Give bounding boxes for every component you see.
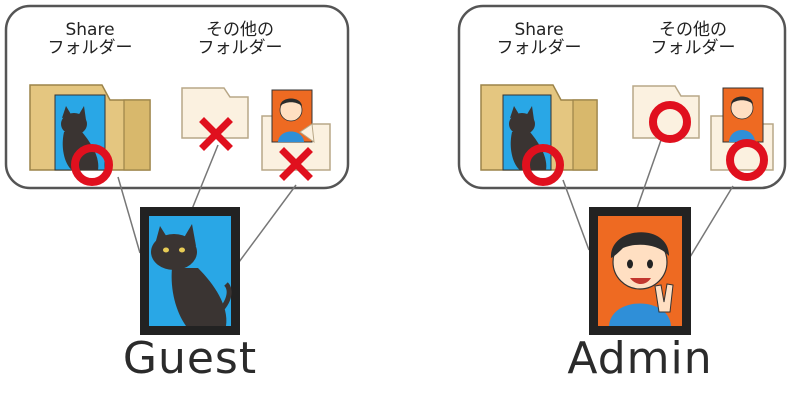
denied-cross-icon — [279, 147, 313, 181]
allowed-circle-icon — [649, 101, 691, 143]
guest-panel: Share フォルダー その他の フォルダー Guest — [4, 4, 350, 384]
share-folder-title-line1: Share — [65, 20, 115, 40]
share-folder-title-line2: フォルダー — [496, 37, 582, 58]
admin-diagram — [457, 4, 787, 335]
share-folder-title: Share フォルダー — [30, 20, 150, 58]
other-folder-title-line1: その他の — [659, 20, 727, 40]
user-name: Admin — [567, 333, 713, 384]
connector-lines — [562, 139, 734, 263]
allowed-circle-icon — [71, 144, 113, 186]
share-folder-title-line1: Share — [514, 20, 564, 40]
share-folder-title: Share フォルダー — [479, 20, 599, 58]
other-folder-title: その他の フォルダー — [180, 20, 300, 58]
share-folder-icon — [480, 84, 598, 171]
other-folder-icon — [181, 87, 249, 139]
user-name: Guest — [122, 333, 258, 384]
guest-diagram — [4, 4, 350, 335]
other-folder-title-line1: その他の — [206, 20, 274, 40]
admin-avatar — [589, 207, 691, 335]
other-folder-title-line2: フォルダー — [197, 37, 283, 58]
connector-lines — [117, 144, 297, 263]
allowed-circle-icon — [522, 144, 564, 186]
admin-panel: Share フォルダー その他の フォルダー Admin — [397, 0, 794, 396]
private-folder-icon — [261, 89, 331, 171]
other-folder-title-line2: フォルダー — [650, 37, 736, 58]
guest-avatar — [140, 207, 240, 335]
other-folder-title: その他の フォルダー — [633, 20, 753, 58]
share-folder-icon — [29, 84, 151, 171]
denied-cross-icon — [199, 117, 233, 151]
allowed-circle-icon — [726, 139, 768, 181]
share-folder-title-line2: フォルダー — [47, 37, 133, 58]
